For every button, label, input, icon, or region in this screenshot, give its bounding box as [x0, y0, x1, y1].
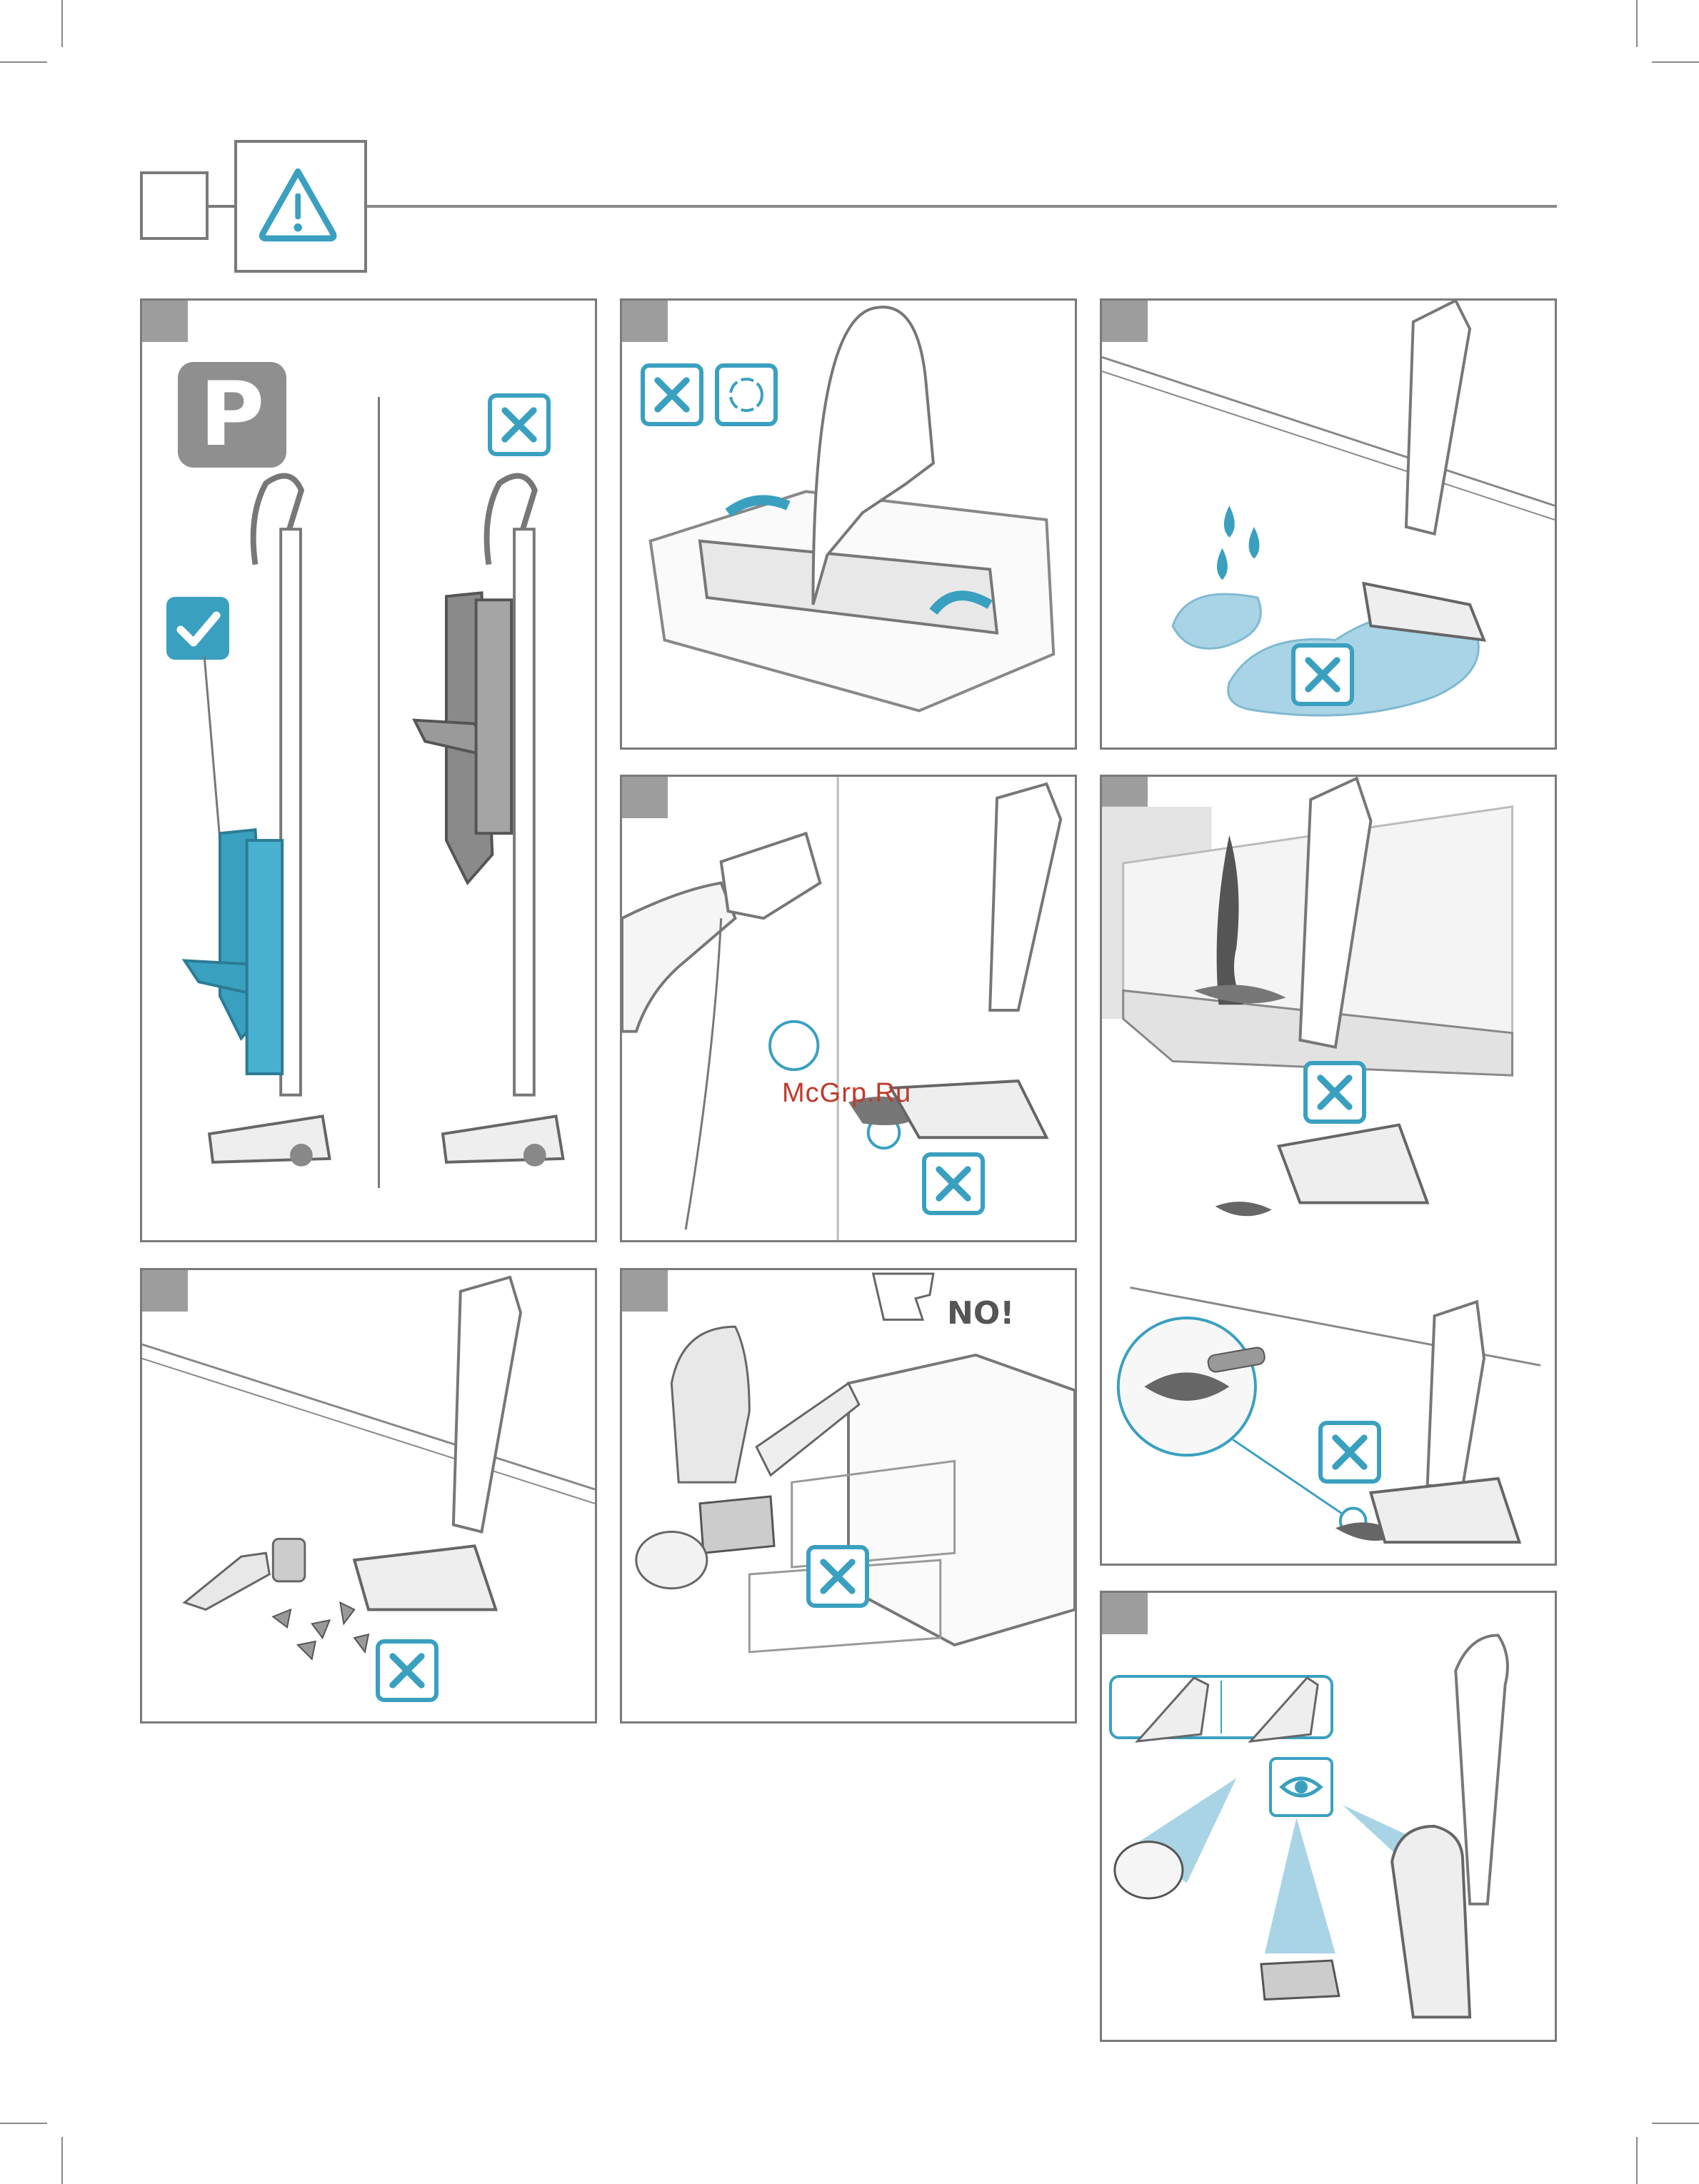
cross-icon — [1291, 643, 1354, 706]
header — [0, 0, 1699, 286]
panel-glass-shards — [140, 1268, 597, 1723]
panel-fireplace — [1100, 775, 1557, 1566]
cross-icon-top — [1303, 1061, 1366, 1124]
fine-dust-illustration — [622, 777, 1075, 1240]
connector-line — [209, 205, 234, 208]
crop-mark — [0, 2123, 47, 2124]
panel-dishwasher: NO! — [620, 1268, 1077, 1723]
panel-fine-dust — [620, 775, 1077, 1242]
warning-box — [234, 140, 367, 273]
cross-icon — [806, 1545, 869, 1608]
watermark: McGrp.Ru — [782, 1078, 911, 1109]
check-parts-illustration — [1102, 1593, 1555, 2040]
panel-parking: P — [140, 298, 597, 1242]
glass-shards-illustration — [142, 1270, 595, 1721]
section-number-box — [140, 171, 209, 240]
dishwasher-illustration — [622, 1270, 1075, 1721]
vacuum-illustrations — [142, 301, 595, 1240]
no-label: NO! — [947, 1295, 1014, 1332]
cross-icon-bottom — [1318, 1421, 1381, 1484]
cross-icon — [376, 1639, 438, 1702]
panel-check-parts — [1100, 1591, 1557, 2042]
header-rule — [367, 205, 1557, 208]
crop-mark — [1636, 2137, 1638, 2184]
panel-brush-roll — [620, 298, 1077, 750]
crop-mark — [61, 2137, 63, 2184]
crop-mark — [1652, 2123, 1699, 2124]
cross-icon — [922, 1152, 985, 1215]
panel-wet-floor — [1100, 298, 1557, 750]
brush-roll-illustration — [622, 301, 1075, 748]
warning-triangle-icon — [237, 143, 364, 270]
